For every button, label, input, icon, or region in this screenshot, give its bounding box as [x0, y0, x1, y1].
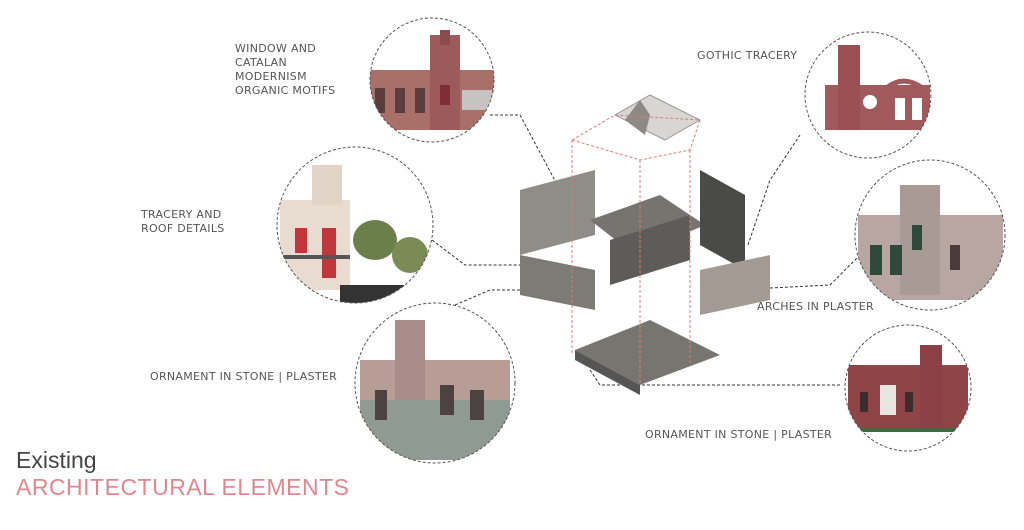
- label-ornament-right: ORNAMENT IN STONE | PLASTER: [645, 428, 833, 441]
- label-tracery-roof: TRACERY AND ROOF DETAILS: [141, 208, 225, 236]
- label-line: ROOF DETAILS: [141, 222, 225, 235]
- title-architectural-elements: ARCHITECTURAL ELEMENTS: [16, 474, 350, 500]
- label-line: ORGANIC MOTIFS: [235, 84, 336, 97]
- detail-ornament-left: [354, 302, 516, 464]
- detail-tracery-roof: [276, 146, 434, 304]
- label-line: MODERNISM: [235, 70, 307, 83]
- label-window-motifs: WINDOW AND CATALAN MODERNISM ORGANIC MOT…: [235, 42, 335, 98]
- label-gothic-tracery: GOTHIC TRACERY: [697, 49, 798, 62]
- label-line: WINDOW AND: [235, 42, 317, 55]
- label-ornament-left: ORNAMENT IN STONE | PLASTER: [150, 370, 338, 383]
- detail-arches-plaster: [854, 159, 1006, 311]
- label-arches-plaster: ARCHES IN PLASTER: [757, 300, 874, 313]
- title-existing: Existing: [16, 447, 97, 473]
- label-line: TRACERY AND: [141, 208, 222, 221]
- label-line: CATALAN: [235, 56, 287, 69]
- detail-gothic-tracery: [804, 31, 932, 159]
- exploded-axonometric-model: [520, 94, 770, 395]
- detail-ornament-right: [844, 324, 972, 452]
- detail-window-motifs: [369, 17, 495, 143]
